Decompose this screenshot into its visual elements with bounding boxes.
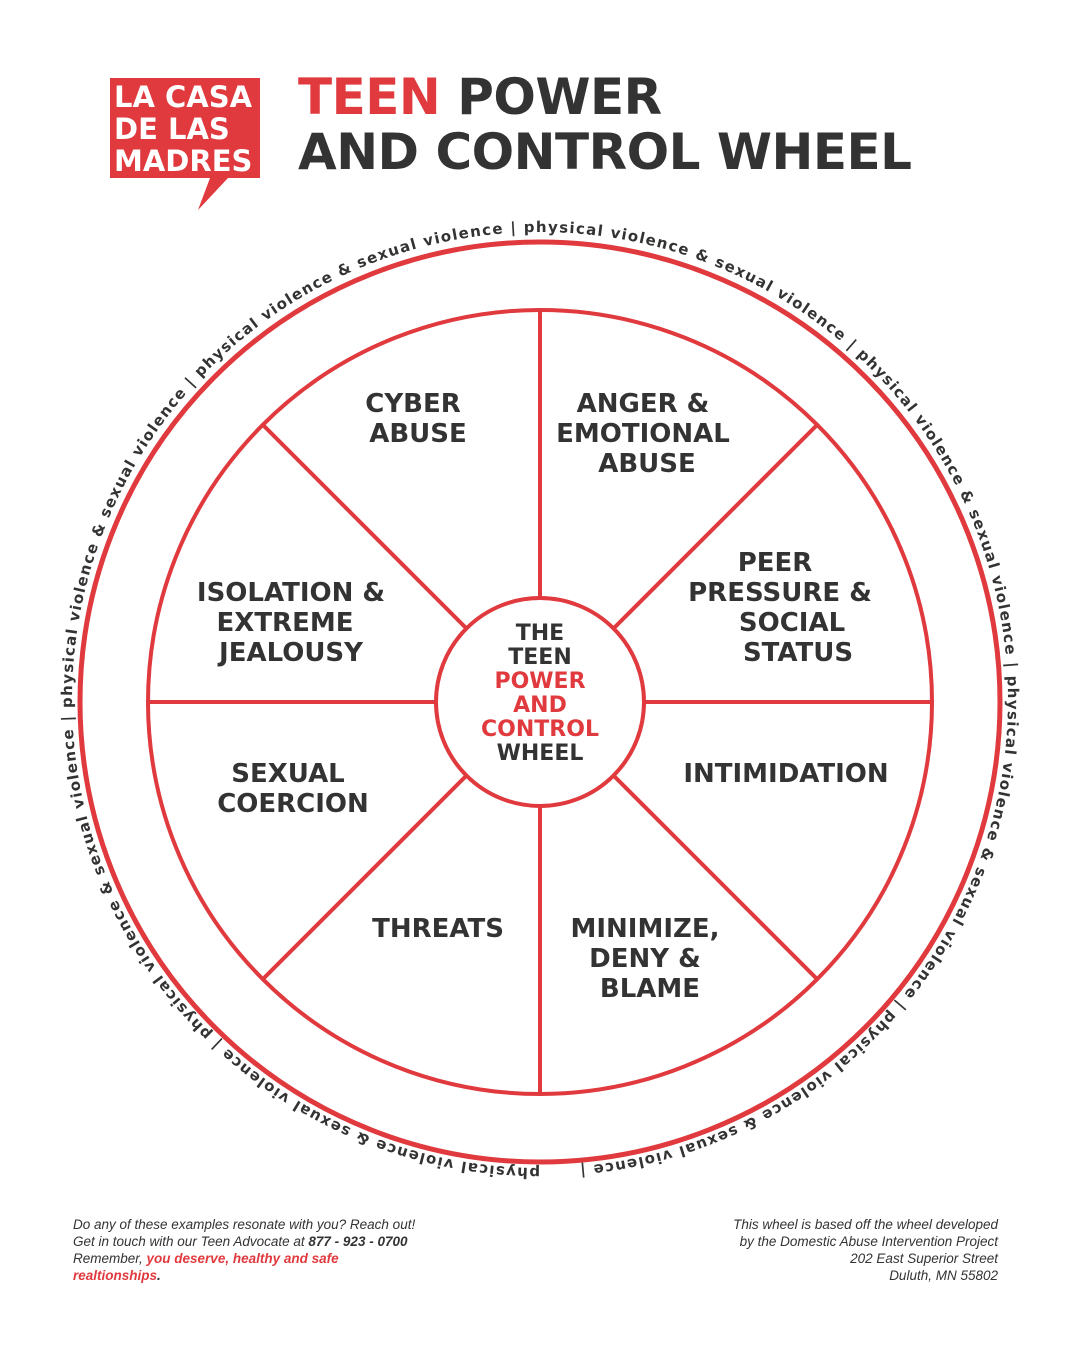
hub-line-1: THE	[516, 621, 564, 646]
footer-right-city: Duluth, MN 55802	[889, 1268, 998, 1283]
segment-cyber-abuse-l1: CYBER	[365, 389, 461, 419]
footer-right-credit: This wheel is based off the wheel develo…	[578, 1216, 998, 1284]
logo-line-1: LA CASA	[114, 80, 253, 114]
segment-sexual-coercion-l1: SEXUAL	[231, 759, 345, 789]
segment-threats: THREATS	[372, 914, 504, 944]
footer-highlight-2: realtionships	[73, 1268, 158, 1283]
segment-isolation-l1: ISOLATION &	[197, 578, 385, 608]
outer-ring-circle	[77, 239, 1003, 1165]
segment-minimize-l2: DENY &	[589, 944, 701, 974]
hub-line-3: POWER	[494, 669, 585, 694]
footer-left-note: Do any of these examples resonate with y…	[73, 1216, 543, 1284]
segment-minimize-l1: MINIMIZE,	[570, 914, 719, 944]
la-casa-de-las-madres-logo: LA CASA DE LAS MADRES	[110, 78, 260, 210]
page-title: TEEN POWER AND CONTROL WHEEL	[298, 70, 912, 180]
footer-left-line3: Remember,	[73, 1251, 147, 1266]
hub-label: THE TEEN POWER AND CONTROL WHEEL	[481, 621, 599, 766]
title-line2: AND CONTROL WHEEL	[298, 123, 912, 181]
segment-intimidation: INTIMIDATION	[683, 759, 888, 789]
hub-line-6: WHEEL	[497, 741, 584, 766]
hub-circle	[434, 596, 646, 808]
hub-line-4: AND	[513, 693, 567, 718]
footer-right-address: 202 East Superior Street	[850, 1251, 998, 1266]
segment-anger-l1: ANGER &	[577, 389, 710, 419]
footer-right-line2: by the Domestic Abuse Intervention Proje…	[739, 1234, 998, 1249]
title-red-word: TEEN	[298, 68, 441, 126]
footer-right-line1: This wheel is based off the wheel develo…	[733, 1217, 998, 1232]
segment-sexual-coercion-l2: COERCION	[217, 789, 369, 819]
segment-peer-l4: STATUS	[743, 638, 853, 668]
logo-line-3: MADRES	[114, 144, 252, 178]
segment-peer-l2: PRESSURE &	[688, 578, 872, 608]
footer-left-line1: Do any of these examples resonate with y…	[73, 1217, 416, 1232]
segment-isolation-l2: EXTREME	[217, 608, 354, 638]
segment-peer-l3: SOCIAL	[739, 608, 845, 638]
footer-end-punct: .	[157, 1268, 161, 1283]
footer-highlight-1: you deserve, healthy and safe	[146, 1251, 339, 1266]
teen-advocate-phone: 877 - 923 - 0700	[308, 1234, 408, 1249]
segment-minimize-l3: BLAME	[600, 974, 700, 1004]
segment-cyber-abuse-l2: ABUSE	[369, 419, 467, 449]
segment-anger-l3: ABUSE	[598, 449, 696, 479]
hub-line-2: TEEN	[508, 645, 571, 670]
logo-line-2: DE LAS	[114, 112, 230, 146]
footer-left-line2: Get in touch with our Teen Advocate at	[73, 1234, 309, 1249]
title-line1-rest: POWER	[457, 68, 662, 126]
hub-line-5: CONTROL	[481, 717, 599, 742]
segment-peer-l1: PEER	[738, 548, 813, 578]
segment-anger-l2: EMOTIONAL	[556, 419, 730, 449]
segment-isolation-l3: JEALOUSY	[217, 638, 364, 668]
